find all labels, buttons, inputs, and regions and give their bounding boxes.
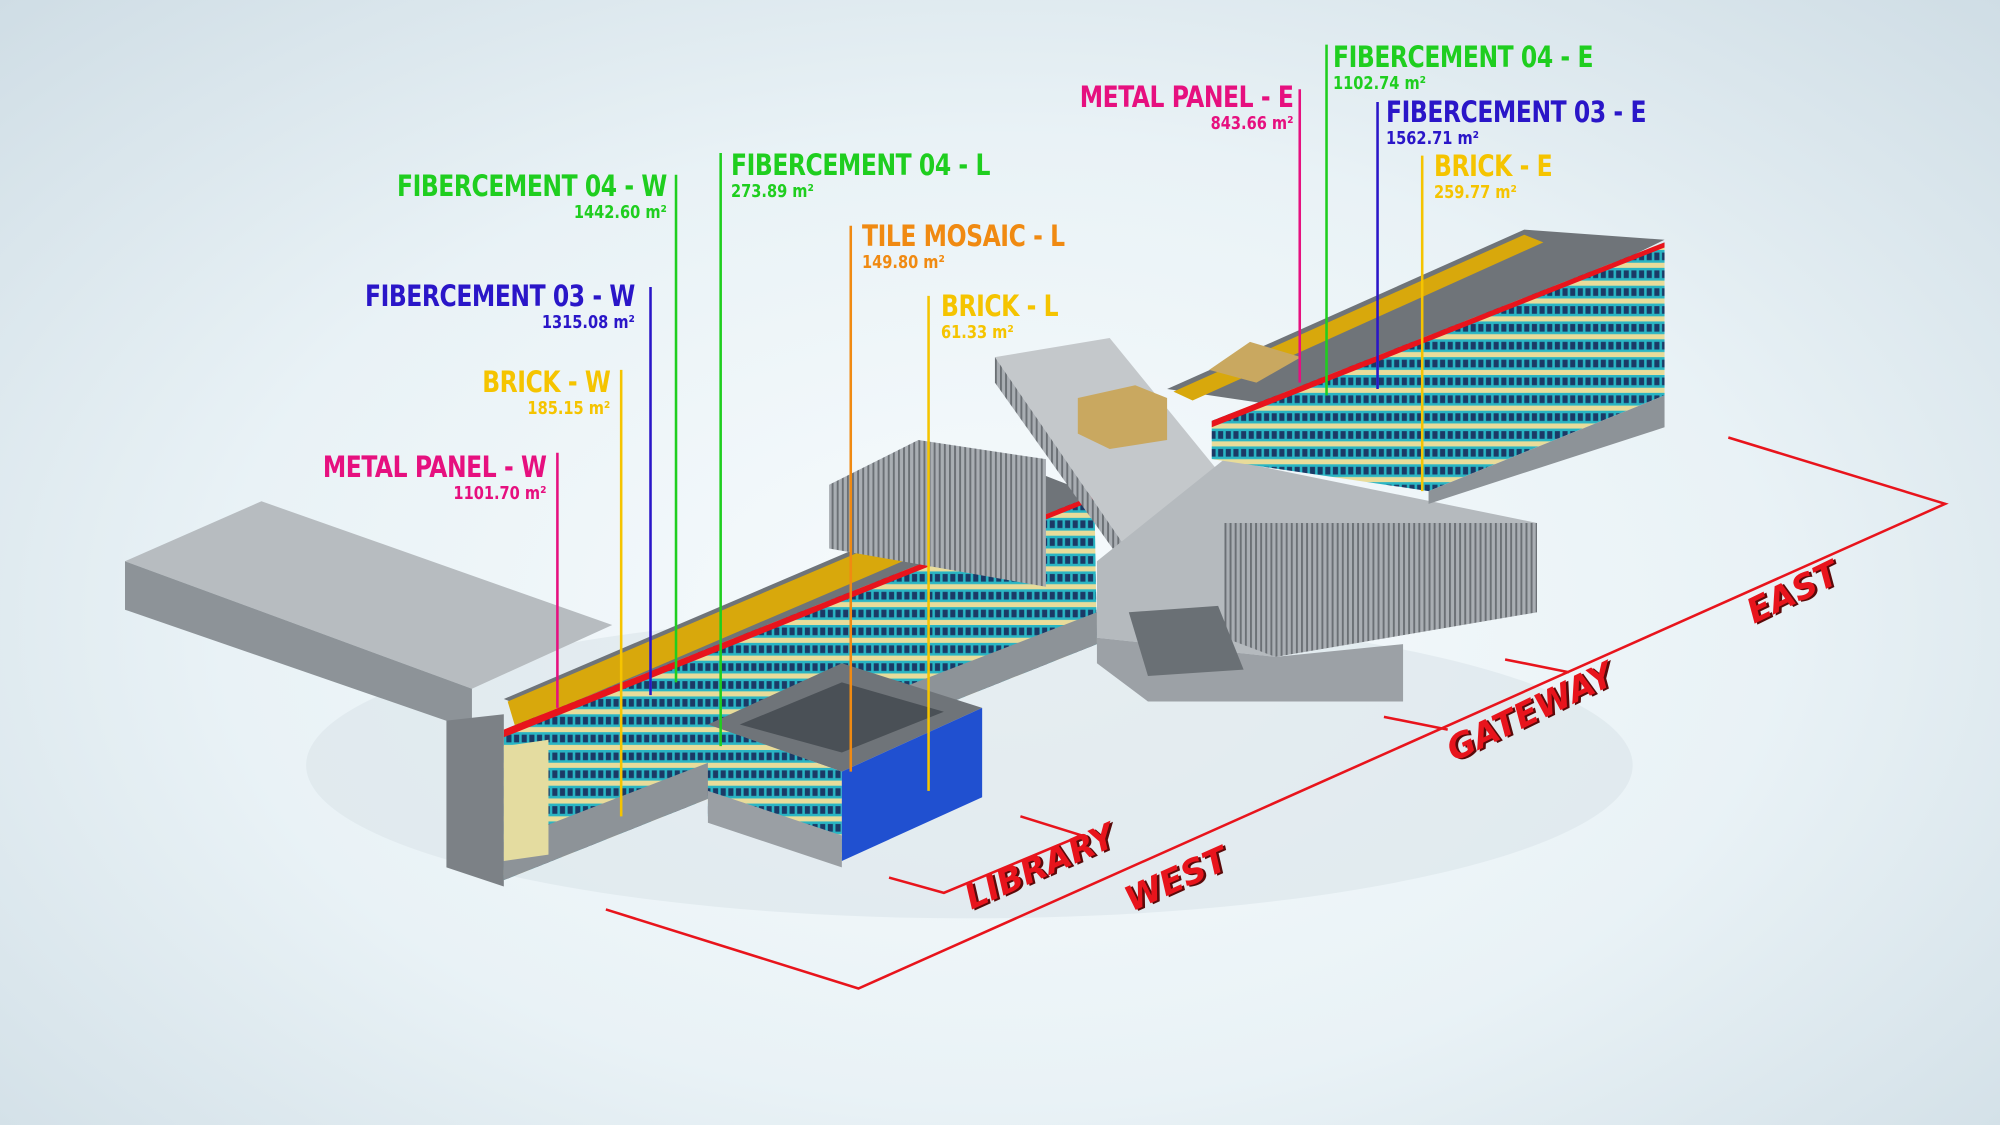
label-title: METAL PANEL - E [1079, 80, 1293, 114]
label-value: 61.33 m² [941, 322, 1014, 343]
library-bracket [888, 815, 1086, 895]
label-value: 1562.71 m² [1386, 128, 1480, 149]
leader-lines [556, 44, 1424, 817]
west-east-bracket [605, 436, 1949, 990]
east-block [1167, 229, 1665, 504]
gateway-tick-2 [1504, 658, 1570, 674]
label-value: 185.15 m² [527, 398, 610, 419]
label-brick-e: BRICK - E 259.77 m² [1434, 152, 1565, 202]
library-block [707, 663, 983, 868]
label-metal-panel-w: METAL PANEL - W 1101.70 m² [298, 453, 546, 503]
label-title: FIBERCEMENT 04 - L [731, 148, 990, 182]
label-title: BRICK - W [481, 365, 611, 399]
label-title: METAL PANEL - W [322, 450, 546, 484]
label-value: 259.77 m² [1434, 182, 1517, 203]
label-fibercement-04-l: FIBERCEMENT 04 - L 273.89 m² [731, 151, 1019, 201]
label-value: 273.89 m² [731, 181, 814, 202]
label-title: FIBERCEMENT 04 - W [397, 169, 667, 203]
label-value: 1442.60 m² [573, 202, 667, 223]
gateway-tick-1 [1383, 715, 1448, 731]
label-title: BRICK - E [1434, 149, 1553, 183]
label-title: FIBERCEMENT 03 - W [365, 279, 635, 313]
label-brick-w: BRICK - W 185.15 m² [468, 365, 611, 419]
label-metal-panel-e: METAL PANEL - E 843.66 m² [1056, 80, 1293, 134]
label-fibercement-03-w: FIBERCEMENT 03 - W 1315.08 m² [335, 282, 635, 332]
label-value: 149.80 m² [862, 252, 945, 273]
label-value: 843.66 m² [1210, 113, 1293, 134]
label-fibercement-04-w: FIBERCEMENT 04 - W 1442.60 m² [367, 172, 667, 222]
label-brick-l: BRICK - L 61.33 m² [941, 292, 1071, 342]
label-title: BRICK - L [941, 289, 1059, 323]
label-value: 1315.08 m² [541, 312, 635, 333]
shed-building [125, 501, 613, 730]
label-title: TILE MOSAIC - L [862, 219, 1065, 253]
label-title: FIBERCEMENT 04 - E [1333, 40, 1594, 74]
label-value: 1102.74 m² [1333, 73, 1427, 94]
label-fibercement-04-e: FIBERCEMENT 04 - E 1102.74 m² [1333, 43, 1622, 93]
label-fibercement-03-e: FIBERCEMENT 03 - E 1562.71 m² [1386, 98, 1675, 148]
gateway-block [829, 338, 1537, 702]
label-value: 1101.70 m² [452, 483, 546, 504]
label-tile-mosaic-l: TILE MOSAIC - L 149.80 m² [862, 222, 1087, 272]
zone-outlines [605, 436, 1949, 990]
label-title: FIBERCEMENT 03 - E [1386, 95, 1647, 129]
